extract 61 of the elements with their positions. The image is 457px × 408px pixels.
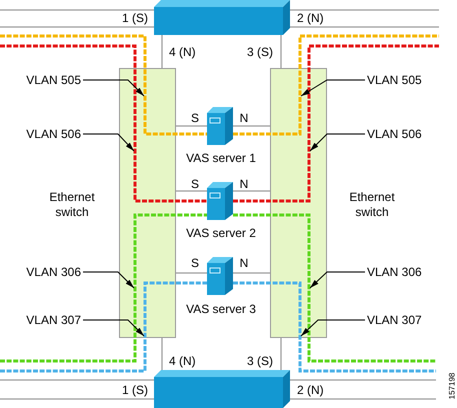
port-label: 3 (S) [246, 45, 273, 59]
leader-line [310, 272, 366, 288]
connection-line [0, 10, 154, 28]
vlan-label: VLAN 506 [26, 127, 81, 141]
server-icon [207, 182, 233, 220]
port-label: 4 (N) [169, 45, 196, 59]
vlan-label: VLAN 307 [367, 313, 422, 327]
port-label: 4 (N) [169, 354, 196, 368]
leader-line [300, 80, 366, 96]
server-caption: VAS server 1 [186, 151, 256, 165]
vlan-label: VLAN 505 [26, 73, 81, 87]
server-caption: VAS server 3 [186, 302, 256, 316]
connection-line [290, 380, 436, 400]
port-label: 2 (N) [297, 383, 324, 397]
vlan-line [0, 34, 207, 136]
figure-number: 157198 [448, 372, 456, 400]
network-device [154, 370, 290, 408]
server-icon [207, 107, 233, 145]
connection-line [232, 190, 270, 192]
port-label: S [191, 177, 199, 191]
port-label: S [191, 111, 199, 125]
vlan-label: VLAN 505 [367, 73, 422, 87]
vlan-line [233, 44, 439, 202]
vlan-line [0, 214, 207, 362]
connection-line [280, 338, 282, 370]
port-label: N [240, 111, 248, 125]
connection-line [290, 10, 440, 28]
ethernet-switch [270, 68, 327, 338]
ethernet-switch [119, 68, 176, 338]
leader-line [82, 272, 134, 288]
vlan-label: VLAN 307 [26, 313, 81, 327]
switch-caption: Ethernet switch [49, 190, 95, 220]
leader-line [82, 80, 144, 96]
vlan-label: VLAN 506 [367, 127, 422, 141]
network-device [154, 0, 290, 35]
port-label: S [191, 256, 199, 270]
vlan-line [233, 282, 436, 372]
port-label: 1 (S) [122, 383, 148, 397]
connection-line [232, 272, 270, 274]
vlan-line [233, 214, 436, 362]
vlan-line [0, 282, 207, 372]
leader-line [300, 320, 366, 336]
port-label: N [240, 256, 248, 270]
vlan-line [0, 44, 207, 202]
vlan-label: VLAN 306 [367, 265, 422, 279]
server-icon [207, 257, 233, 295]
port-label: N [240, 177, 248, 191]
connection-line [176, 190, 208, 192]
connection-line [280, 34, 282, 68]
vlan-label: VLAN 306 [26, 265, 81, 279]
leader-line [310, 134, 366, 152]
port-label: 1 (S) [122, 11, 148, 25]
switch-caption: Ethernet switch [349, 190, 395, 220]
port-label: 3 (S) [246, 354, 273, 368]
leader-line [82, 320, 144, 336]
server-caption: VAS server 2 [186, 226, 256, 240]
connection-line [0, 380, 154, 400]
connection-line [176, 272, 208, 274]
vlan-line [233, 34, 439, 136]
leader-line [82, 134, 134, 152]
port-label: 2 (N) [297, 11, 324, 25]
